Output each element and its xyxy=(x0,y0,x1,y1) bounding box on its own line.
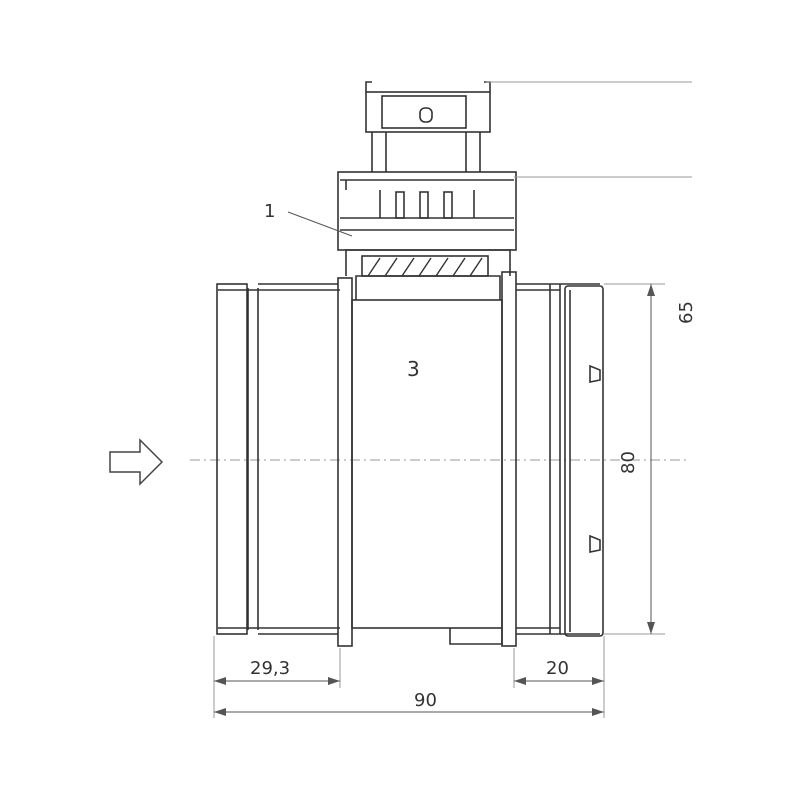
center-body xyxy=(351,299,503,629)
dimension-29-3 xyxy=(214,677,340,685)
leader-part-1 xyxy=(287,211,353,237)
dimension-20 xyxy=(514,677,604,685)
callout-1: 1 xyxy=(264,201,275,222)
callout-3: 3 xyxy=(407,357,420,381)
sensor-housing xyxy=(216,271,604,647)
latch-top xyxy=(589,364,601,383)
dimension-90 xyxy=(214,708,604,716)
dim-label-80: 80 xyxy=(618,451,639,474)
left-flange xyxy=(337,277,353,647)
sensor-base-block xyxy=(337,171,517,251)
dim-label-29-3: 29,3 xyxy=(250,658,290,679)
connector-key xyxy=(419,107,433,123)
right-flange xyxy=(501,271,517,647)
flow-arrow-icon xyxy=(109,438,164,486)
connector-plug xyxy=(365,91,491,133)
inlet-ring-outer xyxy=(216,283,248,635)
hatching xyxy=(367,257,483,277)
dim-label-20: 20 xyxy=(546,658,569,679)
dim-label-65: 65 xyxy=(676,301,697,324)
dimension-80 xyxy=(604,283,665,635)
latch-bottom xyxy=(589,534,601,553)
sensor-head xyxy=(337,81,517,300)
dim-label-90: 90 xyxy=(414,690,437,711)
outlet-ring xyxy=(564,285,604,637)
